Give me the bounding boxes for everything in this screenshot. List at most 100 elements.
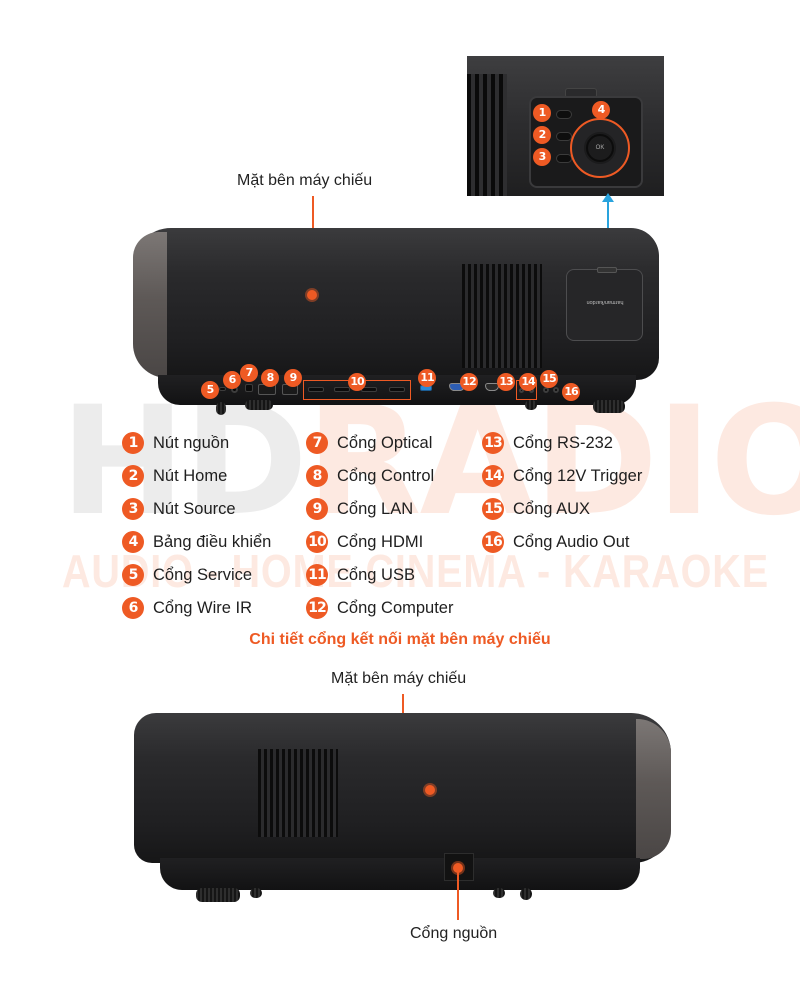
legend-label: Cổng Optical: [337, 433, 433, 452]
hdmi-port-1: [308, 387, 324, 392]
legend-badge: 7: [306, 432, 328, 454]
legend-badge: 8: [306, 465, 328, 487]
side-vent: [258, 749, 338, 837]
legend-item: 5 Cổng Service: [122, 562, 252, 588]
section-caption: Chi tiết cổng kết nối mặt bên máy chiếu: [249, 631, 551, 648]
service-port: [219, 387, 226, 391]
legend-label: Cổng Wire IR: [153, 598, 253, 617]
badge-10: 10: [348, 373, 366, 391]
badge-7: 7: [240, 364, 258, 382]
audio-out-port: [553, 387, 559, 393]
badge-5: 5: [201, 381, 219, 399]
foot: [525, 400, 537, 410]
badge-12: 12: [460, 373, 478, 391]
legend-item: 14 Cổng 12V Trigger: [482, 463, 642, 489]
optical-port: [245, 384, 253, 392]
adjust-knob: [593, 400, 625, 413]
cover-tab: [597, 267, 617, 273]
badge-15: 15: [540, 370, 558, 388]
legend-badge: 12: [306, 597, 328, 619]
side-vent: [462, 264, 542, 368]
badge-6: 6: [223, 371, 241, 389]
legend-label: Cổng LAN: [337, 499, 414, 518]
legend-label: Cổng Computer: [337, 598, 454, 617]
foot: [493, 888, 505, 898]
legend-badge: 3: [122, 498, 144, 520]
source-button: [556, 154, 572, 163]
legend-badge: 14: [482, 465, 504, 487]
legend-item: 15 Cổng AUX: [482, 496, 590, 522]
inset-vent: [467, 74, 507, 196]
badge-16: 16: [562, 383, 580, 401]
bottom-side-marker: [425, 785, 435, 795]
foot: [520, 888, 532, 900]
badge-8: 8: [261, 369, 279, 387]
legend-label: Cổng Audio Out: [513, 532, 630, 551]
adjust-knob: [196, 888, 240, 902]
legend-item: 11 Cổng USB: [306, 562, 415, 588]
foot: [245, 400, 273, 410]
lens-cap: [133, 232, 167, 378]
hdmi-port-2: [334, 387, 350, 392]
lens-cap: [636, 719, 671, 859]
legend-item: 7 Cổng Optical: [306, 430, 432, 456]
badge-11: 11: [418, 369, 436, 387]
legend-label: Cổng 12V Trigger: [513, 466, 643, 485]
legend-label: Cổng AUX: [513, 499, 591, 518]
legend-item: 16 Cổng Audio Out: [482, 529, 630, 555]
legend-label: Cổng Control: [337, 466, 435, 485]
legend-label: Cổng USB: [337, 565, 415, 584]
badge-13: 13: [497, 373, 515, 391]
legend-badge: 4: [122, 531, 144, 553]
cover-brand: harman/kardon: [586, 299, 624, 305]
power-marker: [453, 863, 463, 873]
badge-3: 3: [533, 148, 551, 166]
power-button: [556, 110, 572, 119]
legend-badge: 2: [122, 465, 144, 487]
legend-label: Nút Source: [153, 499, 236, 518]
badge-14: 14: [519, 373, 537, 391]
legend-badge: 15: [482, 498, 504, 520]
legend-label: Cổng RS-232: [513, 433, 613, 452]
badge-1: 1: [533, 104, 551, 122]
legend-label: Bảng điều khiển: [153, 532, 272, 551]
power-leader: [457, 872, 459, 920]
badge-9: 9: [284, 369, 302, 387]
power-port-label: Cổng nguồn: [410, 925, 498, 942]
legend-item: 3 Nút Source: [122, 496, 236, 522]
legend-badge: 9: [306, 498, 328, 520]
legend-badge: 16: [482, 531, 504, 553]
badge-4: 4: [592, 101, 610, 119]
aux-port: [543, 387, 549, 393]
badge-2: 2: [533, 126, 551, 144]
legend-badge: 11: [306, 564, 328, 586]
legend-item: 12 Cổng Computer: [306, 595, 453, 621]
legend-label: Cổng Service: [153, 565, 253, 584]
legend-badge: 1: [122, 432, 144, 454]
legend-item: 8 Cổng Control: [306, 463, 434, 489]
bottom-side-label: Mặt bên máy chiếu: [331, 670, 467, 687]
legend-label: Cổng HDMI: [337, 532, 424, 551]
legend-item: 2 Nút Home: [122, 463, 227, 489]
projector-body: [134, 713, 671, 863]
hdmi-port-4: [389, 387, 405, 392]
legend-item: 10 Cổng HDMI: [306, 529, 423, 555]
home-button: [556, 132, 572, 141]
legend-badge: 13: [482, 432, 504, 454]
control-panel-inset: OK 1 2 3 4: [467, 56, 664, 196]
foot: [250, 888, 262, 898]
legend-badge: 10: [306, 531, 328, 553]
projector-base: [160, 858, 640, 890]
legend-item: 4 Bảng điều khiển: [122, 529, 271, 555]
top-side-label: Mặt bên máy chiếu: [237, 172, 373, 189]
power-socket: [444, 853, 474, 881]
foot: [216, 402, 226, 415]
legend-label: Nút Home: [153, 466, 228, 485]
legend-badge: 5: [122, 564, 144, 586]
top-side-marker: [307, 290, 317, 300]
ok-button: OK: [586, 134, 614, 162]
control-panel-cover: [566, 269, 643, 341]
legend-item: 13 Cổng RS-232: [482, 430, 613, 456]
